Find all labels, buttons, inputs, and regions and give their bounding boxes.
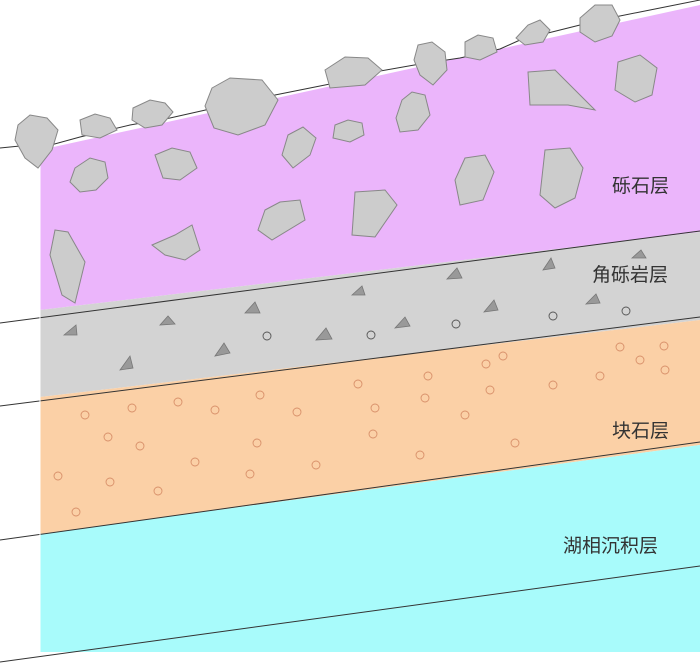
pebble: [210, 405, 220, 415]
clast: [351, 189, 398, 238]
clast: [131, 99, 174, 129]
clast: [395, 91, 431, 133]
pebble: [451, 319, 461, 329]
pebble: [105, 477, 115, 487]
pebble: [635, 355, 645, 365]
angular-fragment: [483, 299, 499, 313]
pebble: [292, 407, 302, 417]
clast: [413, 41, 448, 86]
pebble: [311, 460, 321, 470]
pebble: [366, 330, 376, 340]
angular-fragment: [350, 285, 366, 296]
breccia-layer: [40, 232, 700, 397]
clast: [14, 114, 59, 169]
lacustrine-layer: [40, 445, 700, 652]
clast: [539, 147, 584, 209]
boundary-boulder-lacustrine: [0, 441, 700, 541]
pebble: [255, 390, 265, 400]
breccia-triangles: [62, 249, 647, 371]
pebble: [548, 380, 558, 390]
clast: [281, 126, 317, 169]
angular-fragment: [630, 249, 647, 259]
pebble: [510, 438, 520, 448]
angular-fragment: [315, 327, 333, 341]
gravel-clasts: [49, 54, 658, 304]
pebble: [368, 429, 378, 439]
clast: [614, 54, 658, 103]
pebble: [135, 441, 145, 451]
pebble: [498, 351, 508, 361]
clast: [464, 34, 498, 61]
pebble: [262, 331, 272, 341]
angular-fragment: [62, 324, 78, 336]
pebble: [80, 410, 90, 420]
pebble: [153, 486, 163, 496]
base-line: [0, 565, 700, 663]
clast: [332, 119, 365, 143]
clast: [49, 229, 86, 304]
clast: [257, 199, 306, 241]
pebble: [660, 365, 670, 375]
pebble: [127, 403, 137, 413]
angular-fragment: [214, 342, 231, 357]
angular-fragment: [584, 293, 601, 305]
clast: [454, 154, 495, 206]
angular-fragment: [542, 257, 556, 271]
gravel-layer-label: 砾石层: [612, 175, 670, 197]
surface-clasts: [14, 4, 621, 169]
pebble: [485, 385, 495, 395]
clast: [154, 147, 198, 181]
pebble: [415, 450, 425, 460]
boulder-layer-label: 块石层: [612, 420, 670, 442]
pebble: [460, 410, 470, 420]
pebble: [252, 438, 262, 448]
angular-fragment: [119, 355, 134, 371]
pebble: [659, 341, 669, 351]
clast: [324, 56, 383, 89]
boulder-layer: [40, 320, 700, 534]
clast: [515, 19, 551, 46]
pebble: [71, 507, 81, 517]
pebble: [53, 471, 63, 481]
breccia-layer-label: 角砾岩层: [592, 264, 669, 286]
pebble: [103, 432, 113, 442]
lacustrine-layer-label: 湖相沉积层: [563, 535, 659, 557]
clast: [79, 113, 118, 139]
clast: [579, 4, 621, 43]
clast: [204, 77, 279, 136]
pebble: [173, 397, 183, 407]
clast: [151, 224, 201, 261]
pebble: [481, 359, 491, 369]
pebble: [245, 469, 255, 479]
pebble: [615, 342, 625, 352]
pebble: [420, 393, 430, 403]
pebble: [595, 371, 605, 381]
angular-fragment: [244, 301, 261, 314]
angular-fragment: [393, 316, 411, 329]
angular-fragment: [446, 267, 463, 280]
pebble: [353, 379, 363, 389]
boundary-gravel-breccia: [0, 230, 700, 324]
pebble: [548, 311, 558, 321]
boundary-breccia-boulder: [0, 316, 700, 407]
clast: [69, 157, 109, 193]
clast: [527, 69, 597, 111]
pebble: [370, 403, 380, 413]
boulder-circles: [53, 341, 670, 517]
pebble: [190, 457, 200, 467]
pebble: [621, 306, 631, 316]
angular-fragment: [159, 315, 176, 326]
breccia-circles: [262, 306, 631, 341]
pebble: [423, 371, 433, 381]
